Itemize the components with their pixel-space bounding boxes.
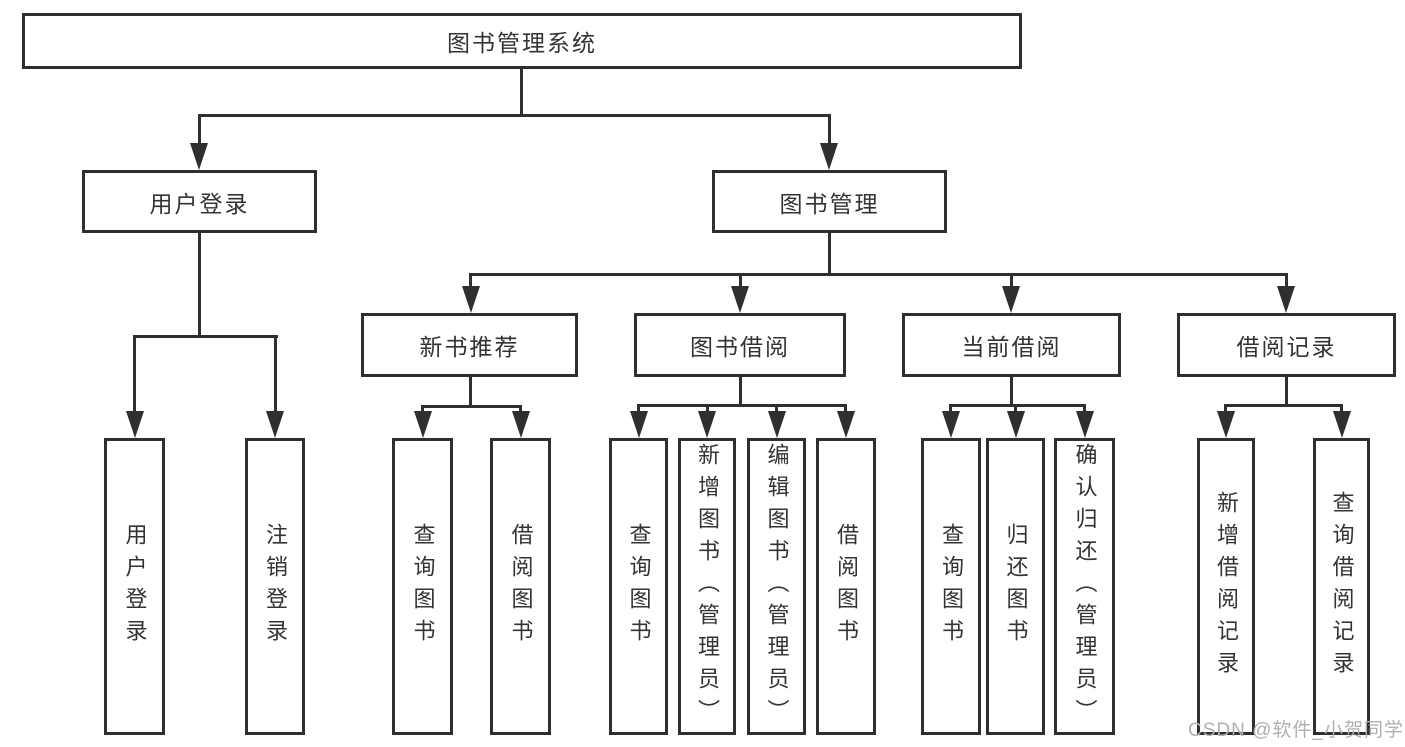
node-label: 图书管理系统 [447,30,597,56]
leaf-confirm-return-admin: 确认归还（管理员） [1054,438,1115,735]
arrow-down-icon [942,411,960,438]
connector-line [706,404,709,414]
arrow-down-icon [630,411,648,438]
node-book-management: 图书管理 [712,170,947,233]
node-label: 新增借阅记录 [1214,490,1239,683]
node-label: 图书管理 [779,190,880,217]
connector-line [1014,404,1017,414]
node-book-borrowing: 图书借阅 [634,313,846,377]
arrow-down-icon [1076,411,1094,438]
watermark: CSDN @软件_小贺同学 [1188,720,1404,741]
connector-line [469,377,472,408]
arrow-down-icon [731,286,749,313]
leaf-user-login: 用户登录 [104,438,165,735]
connector-line [637,404,640,414]
arrow-down-icon [414,411,432,438]
connector-line [949,404,1086,407]
node-label: 查询图书 [626,522,652,651]
connector-line [1224,404,1343,407]
leaf-return-books: 归还图书 [986,438,1045,735]
node-label: 新书推荐 [419,334,520,360]
connector-line [844,404,847,414]
arrow-down-icon [1007,411,1025,438]
node-borrowing-records: 借阅记录 [1177,313,1396,377]
node-label: 编辑图书（管理员） [764,442,790,731]
arrow-down-icon [1333,411,1351,438]
leaf-add-books-admin: 新增图书（管理员） [678,438,736,735]
connector-line [637,404,847,407]
node-current-borrowing: 当前借阅 [902,313,1121,377]
connector-line [133,335,136,413]
arrow-down-icon [512,411,530,438]
node-label: 借阅图书 [834,522,859,651]
node-label: 借阅图书 [508,522,534,651]
connector-line [1010,377,1013,407]
connector-line [520,69,523,115]
connector-line [519,405,522,414]
arrow-down-icon [1217,411,1235,438]
connector-line [739,377,742,407]
node-label: 用户登录 [122,522,148,651]
connector-line [469,273,472,288]
arrow-down-icon [266,411,284,438]
node-user-login: 用户登录 [82,170,317,233]
node-label: 注销登录 [263,522,288,651]
connector-line [133,335,278,338]
leaf-logout-login: 注销登录 [245,438,305,735]
node-library-management-system: 图书管理系统 [22,13,1022,69]
node-new-book-recommendation: 新书推荐 [361,313,578,377]
node-label: 归还图书 [1003,522,1029,651]
leaf-query-books-recommend: 查询图书 [392,438,453,735]
connector-line [198,114,831,117]
arrow-down-icon [1277,286,1295,313]
leaf-query-borrow-record: 查询借阅记录 [1313,438,1370,735]
node-label: 当前借阅 [961,334,1062,360]
arrow-down-icon [698,411,716,438]
node-label: 借阅记录 [1236,334,1337,360]
connector-line [1083,404,1086,414]
arrow-down-icon [190,143,208,170]
node-label: 图书借阅 [690,334,790,360]
connector-line [469,273,1288,276]
arrow-down-icon [820,143,838,170]
connector-line [198,233,201,338]
node-label: 确认归还（管理员） [1072,442,1098,731]
node-label: 查询借阅记录 [1329,490,1355,683]
arrow-down-icon [126,411,144,438]
connector-line [274,335,277,413]
arrow-down-icon [837,411,855,438]
connector-line [775,404,778,414]
arrow-down-icon [1002,286,1020,313]
node-label: 查询图书 [410,522,436,651]
connector-line [828,233,831,276]
node-label: 新增图书（管理员） [695,442,720,731]
connector-line [1010,273,1013,288]
connector-line [1340,404,1343,414]
node-label: 查询图书 [939,522,964,651]
connector-line [1224,404,1227,414]
leaf-add-borrow-record: 新增借阅记录 [1197,438,1255,735]
connector-line [739,273,742,288]
connector-line [421,405,424,414]
leaf-edit-books-admin: 编辑图书（管理员） [747,438,806,735]
leaf-query-books-current: 查询图书 [921,438,981,735]
connector-line [949,404,952,414]
connector-line [1285,273,1288,288]
node-label: 用户登录 [149,190,250,217]
arrow-down-icon [462,286,480,313]
leaf-borrow-books: 借阅图书 [816,438,876,735]
connector-line [198,114,201,145]
arrow-down-icon [768,411,786,438]
connector-line [1285,377,1288,407]
connector-line [828,114,831,145]
connector-line [421,405,522,408]
leaf-borrow-books-recommend: 借阅图书 [490,438,551,735]
leaf-query-books-borrowing: 查询图书 [609,438,668,735]
